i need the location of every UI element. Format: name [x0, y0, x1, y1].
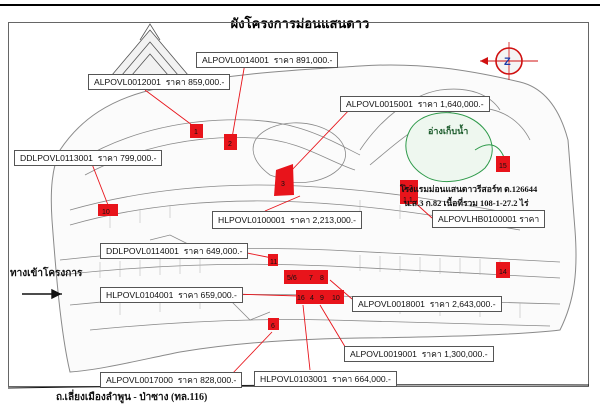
compass-icon: Z [480, 42, 538, 80]
entrance-arrow-icon [22, 288, 62, 300]
callout-code: HLPOVL0104001 [106, 290, 174, 300]
plot-11 [268, 254, 278, 266]
map-title: ผังโครงการม่อนแสนดาว [230, 17, 370, 32]
callout-price: ราคา 891,000.- [273, 55, 333, 65]
callout-code: HLPOVL0103001 [260, 374, 328, 384]
callout-price: ราคา 1,300,000.- [421, 349, 488, 359]
plot-6 [268, 318, 279, 330]
plot-label-10: 8 [320, 275, 324, 282]
plot-4 [308, 290, 317, 304]
callout-HLPOVL0104001: HLPOVL0104001 ราคา 659,000.- [100, 287, 243, 303]
plot-label-14: 4 [310, 295, 314, 302]
callout-price: ราคา 799,000.- [97, 153, 157, 163]
callout-price: ราคา 828,000.- [177, 375, 237, 385]
callout-HLPOVL0100001: HLPOVL0100001 ราคา 2,213,000.- [212, 211, 363, 229]
callout-code: ALPOVL0019001 [350, 349, 417, 359]
reservoir-label: อ่างเก็บน้ำ [428, 126, 469, 136]
callout-price: ราคา 2,213,000.- [290, 215, 357, 225]
leader-lines [91, 62, 433, 375]
hotel-label-line2: น.ส.3 ก.82 เนื้อที่รวม 108-1-27.2 ไร่ [404, 198, 529, 208]
plot-1-2 [400, 180, 418, 192]
highlighted-plots [98, 124, 510, 330]
callout-HLPOVL0103001: HLPOVL0103001 ราคา 664,000.- [254, 371, 397, 387]
callout-price: ราคา 659,000.- [178, 290, 237, 300]
plot-15 [496, 156, 510, 172]
plot-9 [317, 290, 330, 304]
plot-1-1 [400, 192, 418, 204]
plot-label-4: 1.2 [403, 185, 413, 192]
callout-price: ราคา 664,000.- [332, 374, 391, 384]
callout-ALPOVL0019001: ALPOVL0019001 ราคา 1,300,000.- [344, 346, 494, 362]
hotel-label-line1: โรงแรมม่อนแสนดาวรีสอร์ท ต.126644 [400, 184, 538, 194]
plot-label-11: 9 [320, 295, 324, 302]
plot-label-16: 14 [499, 269, 507, 276]
plot-label-7: 11 [270, 259, 277, 266]
callout-code: HLPOVL0100001 [218, 215, 286, 225]
road-label: ถ.เลี่ยงเมืองลำพูน - ป่าซาง (ทล.116) [56, 392, 208, 403]
callout-ALPOVL0012001: ALPOVL0012001 ราคา 859,000.- [88, 74, 231, 90]
plot-3 [274, 164, 294, 196]
callout-price: ราคา 859,000.- [165, 77, 225, 87]
plot-16 [296, 290, 308, 304]
plot-label-9: 7 [309, 275, 313, 282]
plot-label-1: 1 [194, 129, 198, 136]
entrance-label: ทางเข้าโครงการ [10, 268, 83, 279]
callout-code: DDLPOVL0114001 [106, 246, 179, 256]
plot-label-13: 16 [297, 295, 305, 302]
callout-DDLPOVL0114001: DDLPOVL0114001 ราคา 649,000.- [100, 243, 249, 259]
callout-DDLPOVL0113001: DDLPOVL0113001 ราคา 799,000.- [14, 150, 163, 166]
plot-label-15: 15 [499, 163, 507, 170]
resort-crest-icon [108, 23, 192, 81]
callout-ALPOVL0015001: ALPOVL0015001 ราคา 1,640,000.- [340, 96, 490, 112]
plot-label-12: 10 [332, 295, 340, 302]
callout-code: ALPOVLHB0100001 [438, 214, 517, 224]
callout-ALPOVL0014001: ALPOVL0014001 ราคา 891,000.- [196, 52, 339, 68]
callout-code: ALPOVL0014001 [202, 55, 269, 65]
callout-code: DDLPOVL0113001 [20, 153, 93, 163]
callout-price: ราคา [519, 214, 540, 224]
callout-ALPOVL0017000: ALPOVL0017000 ราคา 828,000.- [100, 372, 243, 388]
plot-label-2: 2 [228, 141, 232, 148]
plot-label-5: 1.1 [403, 197, 413, 204]
plot-label-8: 5/6 [287, 275, 297, 282]
plot-1 [190, 124, 203, 138]
callout-code: ALPOVL0018001 [358, 299, 425, 309]
compass-letter: Z [504, 56, 511, 68]
plot-7 [306, 270, 317, 284]
callout-code: ALPOVL0015001 [346, 99, 413, 109]
plot-10-left [98, 204, 118, 216]
plot-14 [496, 262, 510, 278]
callout-price: ราคา 649,000.- [183, 246, 243, 256]
reservoir-area [405, 112, 493, 182]
plot-label-3: 3 [281, 181, 285, 188]
plot-8 [317, 270, 328, 284]
callout-price: ราคา 2,643,000.- [429, 299, 496, 309]
plot-5-6 [284, 270, 306, 284]
plot-label-17: 6 [271, 323, 275, 330]
plot-label-6: 10 [102, 209, 110, 216]
callout-ALPOVLHB0100001: ALPOVLHB0100001 ราคา [432, 210, 546, 228]
top-rule [0, 4, 600, 6]
callout-code: ALPOVL0017000 [106, 375, 173, 385]
plot-2 [224, 134, 237, 150]
callout-price: ราคา 1,640,000.- [417, 99, 484, 109]
plot-10-right [330, 290, 344, 304]
callout-code: ALPOVL0012001 [94, 77, 161, 87]
plot-numbers: 1 2 3 1.2 1.1 10 11 5/6 7 8 9 10 16 4 15… [102, 129, 507, 330]
callout-ALPOVL0018001: ALPOVL0018001 ราคา 2,643,000.- [352, 296, 502, 312]
